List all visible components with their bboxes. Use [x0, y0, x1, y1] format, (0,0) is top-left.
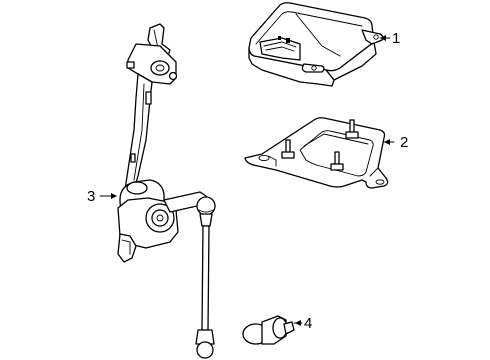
callout-arrows — [111, 35, 390, 326]
callout-4: 4 — [304, 315, 312, 332]
callout-1: 1 — [392, 30, 400, 47]
callout-3: 3 — [87, 188, 95, 205]
level-sensor-part — [99, 23, 216, 359]
bracket-part — [244, 117, 395, 189]
callout-2: 2 — [400, 134, 408, 151]
clip-part — [242, 315, 303, 345]
control-module-part — [248, 2, 391, 87]
